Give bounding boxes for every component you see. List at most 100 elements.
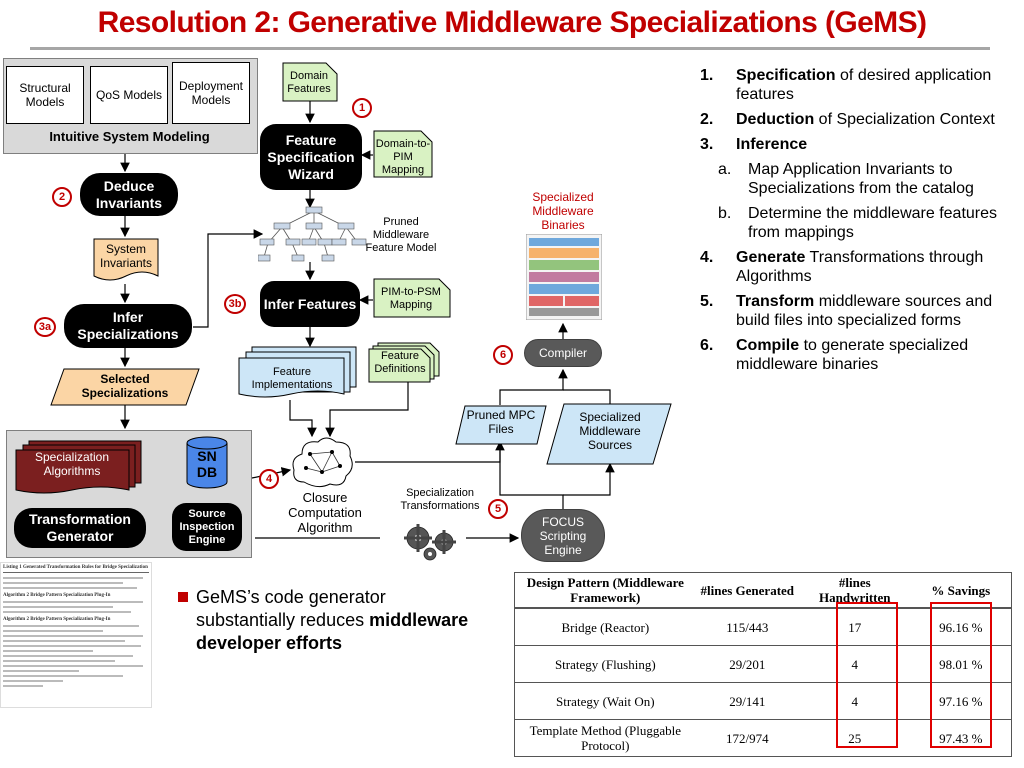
header-design-pattern: Design Pattern (Middleware Framework) [514, 572, 696, 609]
step-2-marker: 2 [52, 187, 72, 207]
selected-specializations-shape [50, 368, 200, 406]
cell-lines-generated: 29/201 [695, 645, 799, 683]
step-item: 6. Compile to generate specialized middle… [700, 336, 1020, 374]
cell-design-pattern: Template Method (Pluggable Protocol) [514, 719, 696, 757]
cell-savings: 96.16 % [910, 607, 1012, 646]
algorithm-2b-title: Algorithm 2 Bridge Pattern Specializatio… [3, 617, 111, 622]
step-text: Determine the middleware features from m… [748, 204, 1020, 242]
cell-lines-handwritten: 25 [798, 719, 911, 757]
step-keyword: Specification [736, 67, 836, 84]
compiler-node[interactable]: Compiler [524, 339, 602, 367]
step-item: 4. Generate Transformations through Algor… [700, 248, 1020, 286]
specialized-sources-shape [546, 403, 672, 465]
step-text: Map Application Invariants to Specializa… [748, 160, 1020, 198]
closure-cloud [292, 437, 353, 488]
step-number: 3. [700, 136, 714, 153]
specialization-algorithms-stack [15, 440, 142, 494]
modeling-label: Intuitive System Modeling [49, 129, 210, 144]
system-invariants-doc [93, 238, 159, 281]
highlight-handwritten [836, 602, 898, 748]
step-description: of Specialization Context [814, 111, 995, 128]
closure-algorithm-label: Closure Computation Algorithm [288, 490, 362, 535]
system-invariants-label: System Invariants [99, 242, 153, 270]
step-keyword: Deduction [736, 111, 815, 128]
infer-features[interactable]: Infer Features [260, 281, 360, 327]
pruned-feature-tree [258, 206, 367, 262]
feature-spec-wizard[interactable]: Feature Specification Wizard [260, 124, 362, 190]
step-item: 1. Specification of desired application f… [700, 66, 1020, 104]
step-description: to generate specialized middleware binar… [736, 337, 969, 373]
bullet-bold-text: middleware developer efforts [196, 610, 469, 653]
step-text: Transform middleware sources and build f… [736, 292, 1020, 330]
step-description: Map Application Invariants to Specializa… [748, 161, 974, 197]
cell-savings: 97.16 % [910, 682, 1012, 720]
cell-lines-generated: 172/974 [695, 719, 799, 757]
highlight-savings [930, 602, 992, 748]
deployment-models-box[interactable]: Deployment Models [172, 62, 250, 124]
cell-savings: 97.43 % [910, 719, 1012, 757]
cell-lines-handwritten: 17 [798, 607, 911, 646]
step-number: 4. [700, 249, 714, 266]
step-number: b. [718, 205, 732, 222]
domain-features-doc [282, 62, 338, 102]
feature-implementations-stack [238, 346, 357, 398]
cell-design-pattern: Strategy (Flushing) [514, 645, 696, 683]
qos-models-box[interactable]: QoS Models [90, 66, 168, 124]
feature-definitions-stack [368, 342, 440, 383]
pruned-feature-model-label: Pruned Middleware Feature Model [365, 216, 437, 254]
table-header-row: Design Pattern (Middleware Framework) #l… [514, 572, 1012, 609]
step-keyword: Transform [736, 293, 815, 310]
selected-specializations-label: Selected Specializations [81, 372, 169, 400]
step-5-marker: 5 [488, 499, 508, 519]
step-description: of desired application features [736, 67, 992, 103]
step-description: middleware sources and build files into … [736, 293, 993, 329]
title-divider [30, 47, 990, 50]
specialization-transformations-label: Specialization Transformations [400, 487, 480, 512]
cell-lines-handwritten: 4 [798, 645, 911, 683]
pim-to-psm-label: PIM-to-PSM Mapping [381, 286, 441, 311]
feature-definitions-label: Feature Definitions [374, 350, 426, 375]
bullet-text: GeMS’s code generator substantially redu… [196, 586, 486, 655]
transformation-generator[interactable]: Transformation Generator [14, 508, 146, 548]
feature-implementations-label: Feature Implementations [251, 366, 333, 391]
source-inspection-engine[interactable]: Source Inspection Engine [172, 503, 242, 551]
step-number: 6. [700, 337, 714, 354]
header-savings: % Savings [910, 572, 1012, 609]
domain-to-pim-label: Domain-to-PIM Mapping [375, 138, 431, 176]
algorithm-2-title: Algorithm 2 Bridge Pattern Specializatio… [3, 593, 111, 598]
cell-design-pattern: Bridge (Reactor) [514, 607, 696, 646]
step-keyword: Generate [736, 249, 806, 266]
step-item: a. Map Application Invariants to Speciali… [700, 160, 1020, 198]
focus-scripting-engine[interactable]: FOCUS Scripting Engine [521, 509, 605, 562]
sn-db-cylinder [186, 436, 228, 489]
cell-design-pattern: Strategy (Wait On) [514, 682, 696, 720]
step-number: 1. [700, 67, 714, 84]
deduce-invariants[interactable]: Deduce Invariants [80, 173, 178, 216]
cell-lines-handwritten: 4 [798, 682, 911, 720]
pruned-mpc-files-shape [455, 405, 547, 445]
structural-models-box[interactable]: Structural Models [6, 66, 84, 124]
step-item: 3. Inference [700, 135, 1020, 154]
step-6-marker: 6 [493, 345, 513, 365]
cell-savings: 98.01 % [910, 645, 1012, 683]
step-description: Transformations through Algorithms [736, 249, 984, 285]
step-text: Compile to generate specialized middlewa… [736, 336, 1020, 374]
header-lines-generated: #lines Generated [695, 572, 799, 609]
infer-specializations[interactable]: Infer Specializations [64, 304, 192, 348]
step-keyword: Compile [736, 337, 800, 354]
step-number: 5. [700, 293, 714, 310]
domain-to-pim-doc [373, 130, 433, 178]
step-keyword: Inference [736, 136, 808, 153]
step-description: Determine the middleware features from m… [748, 205, 998, 241]
slide-title: Resolution 2: Generative Middleware Spec… [97, 6, 927, 39]
bullet-plain-text: GeMS’s code generator substantially redu… [196, 587, 386, 630]
step-3a-marker: 3a [34, 317, 56, 337]
code-listing-thumbnail: Listing 1 Generated Transformation Rules… [0, 562, 152, 708]
step-number: a. [718, 161, 732, 178]
table-row: Template Method (Pluggable Protocol)172/… [514, 719, 1012, 757]
step-text: Generate Transformations through Algorit… [736, 248, 1020, 286]
